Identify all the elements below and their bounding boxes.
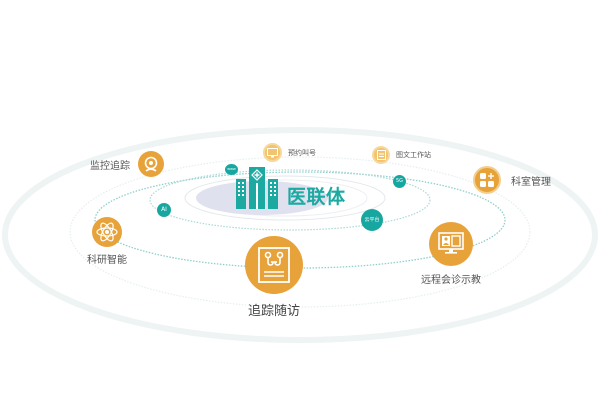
module-imaging-label: 图文工作站 [396, 151, 431, 159]
module-research: 科研智能 [82, 217, 132, 266]
tech-tag-cloud-platform: 云平台 [361, 209, 383, 231]
tech-tag-5g: 5G [393, 175, 406, 188]
hospital-buildings-icon [236, 167, 280, 213]
hub-title: 医联体 [287, 186, 346, 208]
tech-tag-www: www [225, 164, 238, 175]
tech-tag-ai: AI [157, 203, 171, 217]
atom-icon [92, 217, 122, 247]
follow-up-chart-icon [245, 236, 303, 294]
module-imaging-workstation: 图文工作站 [372, 146, 431, 164]
module-research-label: 科研智能 [87, 255, 127, 266]
module-followup-label: 追踪随访 [247, 304, 300, 319]
grid-plus-icon [473, 166, 501, 194]
module-monitor: 监控追踪 [90, 151, 164, 177]
module-appointment: 预约叫号 [263, 143, 316, 162]
module-department: 科室管理 [473, 166, 551, 194]
module-appointment-label: 预约叫号 [288, 148, 316, 157]
module-remote-label: 远程会诊示教 [421, 275, 481, 286]
module-monitor-label: 监控追踪 [90, 160, 130, 172]
module-followup: 追踪随访 [234, 236, 314, 319]
module-department-label: 科室管理 [511, 176, 551, 188]
document-icon [372, 146, 390, 164]
module-remote-consultation: 远程会诊示教 [406, 222, 496, 286]
video-consultation-icon [429, 222, 473, 266]
monitor-icon [263, 143, 282, 162]
webcam-icon [138, 151, 164, 177]
